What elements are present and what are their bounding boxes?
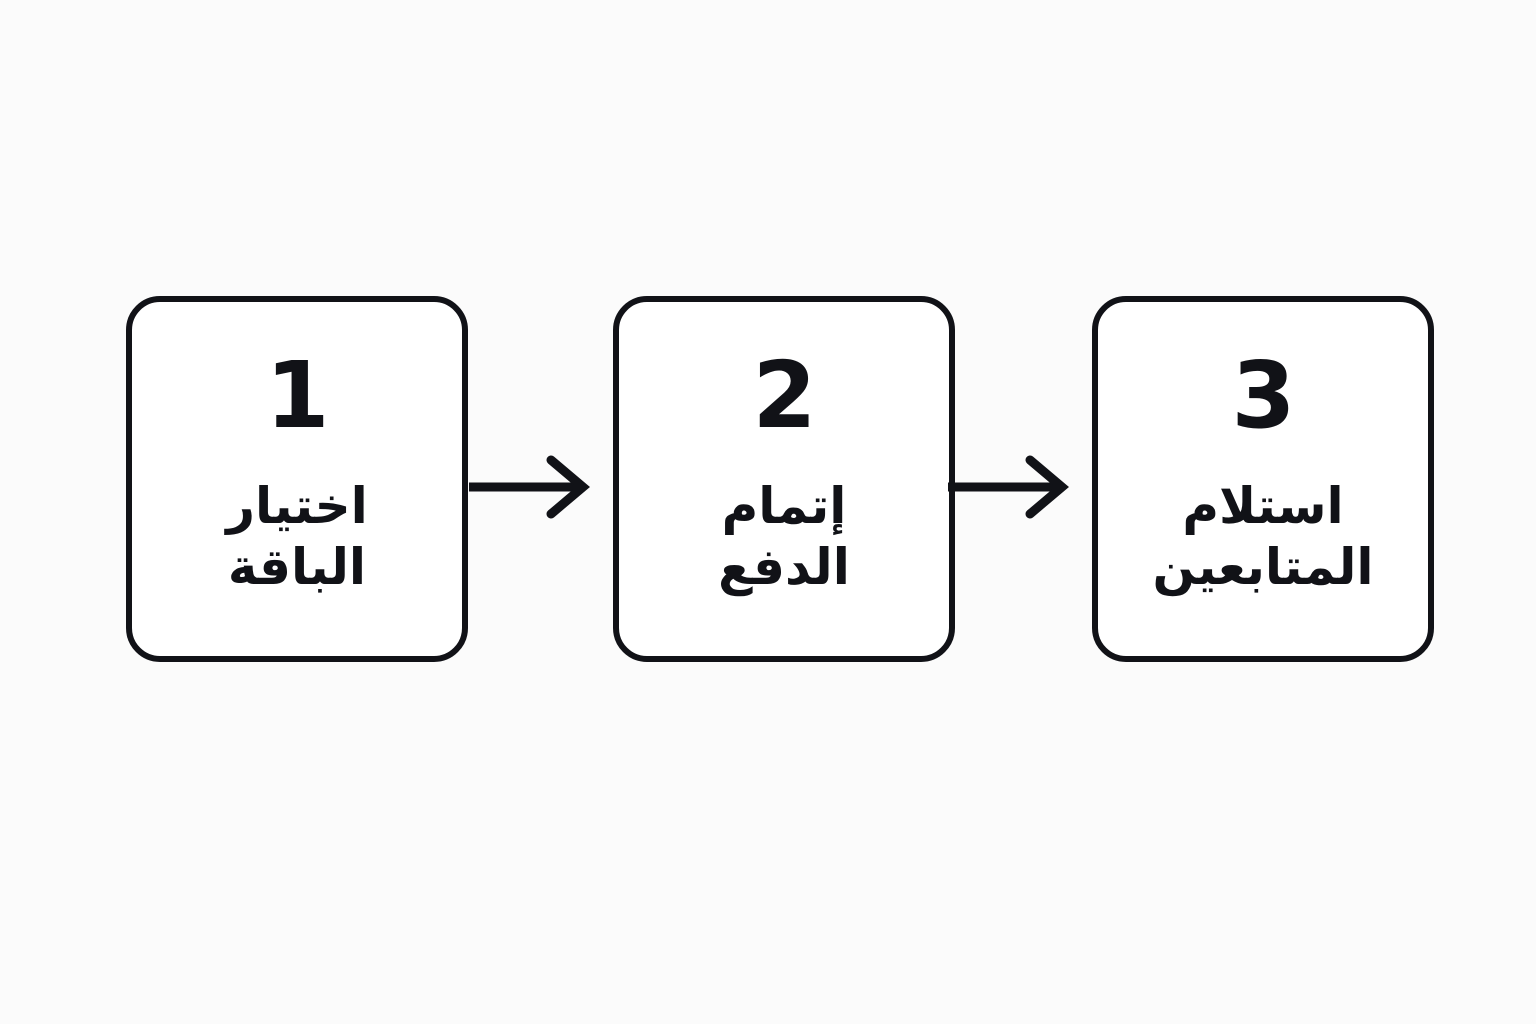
step-label-2: إتمام الدفع [619, 476, 949, 598]
step-box-2[interactable]: 2 إتمام الدفع [613, 296, 955, 662]
step-number-3: 3 [1231, 342, 1296, 449]
arrow-right-icon-2 [944, 452, 1092, 522]
step-label-3-line-1: استلام [1182, 477, 1344, 535]
step-label-3-line-2: المتابعين [1152, 538, 1374, 596]
arrow-right-icon-1 [465, 452, 613, 522]
step-label-1-line-2: الباقة [227, 538, 367, 596]
step-box-1[interactable]: 1 اختيار الباقة [126, 296, 468, 662]
step-label-2-line-1: إتمام [721, 477, 847, 535]
step-number-1: 1 [265, 342, 330, 449]
arrow-right-glyph-1 [469, 455, 590, 519]
arrow-right-glyph-2 [948, 455, 1069, 519]
step-label-3: استلام المتابعين [1098, 476, 1428, 598]
step-label-2-line-2: الدفع [718, 538, 850, 596]
step-label-1: اختيار الباقة [132, 476, 462, 598]
step-number-2: 2 [752, 342, 817, 449]
step-label-1-line-1: اختيار [226, 477, 368, 535]
step-box-3[interactable]: 3 استلام المتابعين [1092, 296, 1434, 662]
